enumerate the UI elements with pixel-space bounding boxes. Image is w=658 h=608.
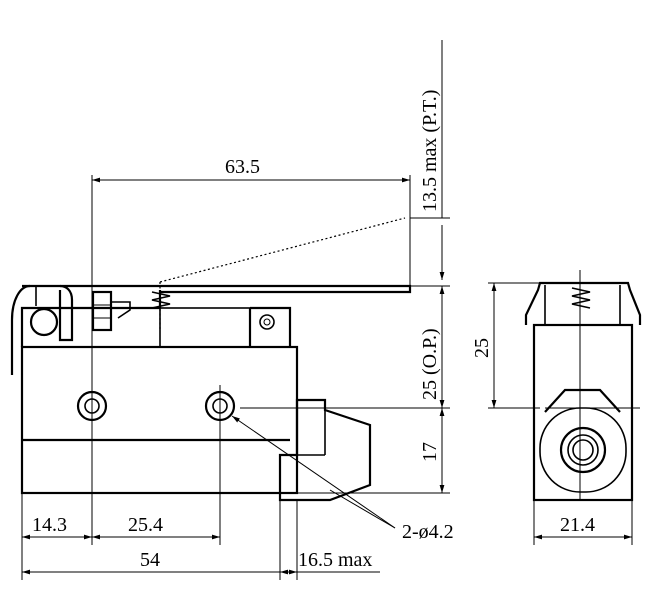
side-boss [544, 388, 621, 413]
front-dimensions: 63.5 13.5 max (P.T.) 25 (O.P.) 17 14.3 2… [22, 40, 454, 575]
dim-side-height: 25 [471, 338, 493, 358]
dim-operating-position: 25 (O.P.) [419, 328, 441, 400]
side-bracket [524, 281, 642, 325]
conduit-opening [559, 426, 607, 474]
lever-arm [22, 284, 412, 294]
dim-pretravel: 13.5 max (P.T.) [419, 90, 441, 212]
dim-hole-callout: 2-ø4.2 [402, 521, 454, 543]
plunger [91, 290, 113, 332]
small-hole [259, 314, 275, 330]
roller [29, 307, 59, 337]
side-body [532, 323, 634, 502]
spring [151, 291, 171, 309]
dim-lever-length: 63.5 [225, 156, 260, 178]
dim-side-width: 21.4 [560, 514, 595, 536]
dim-offset-left: 14.3 [32, 514, 67, 536]
dim-height-lower: 17 [419, 442, 441, 462]
side-view: 25 21.4 [471, 270, 642, 545]
side-boss-face [539, 407, 627, 493]
dim-overall-length: 54 [140, 549, 160, 571]
dim-boss-length: 16.5 max [298, 549, 372, 571]
dim-hole-spacing: 25.4 [128, 514, 163, 536]
lever-pretravel-position [159, 217, 406, 283]
side-spring [571, 287, 591, 309]
front-view [10, 175, 450, 580]
switch-body [20, 345, 299, 495]
